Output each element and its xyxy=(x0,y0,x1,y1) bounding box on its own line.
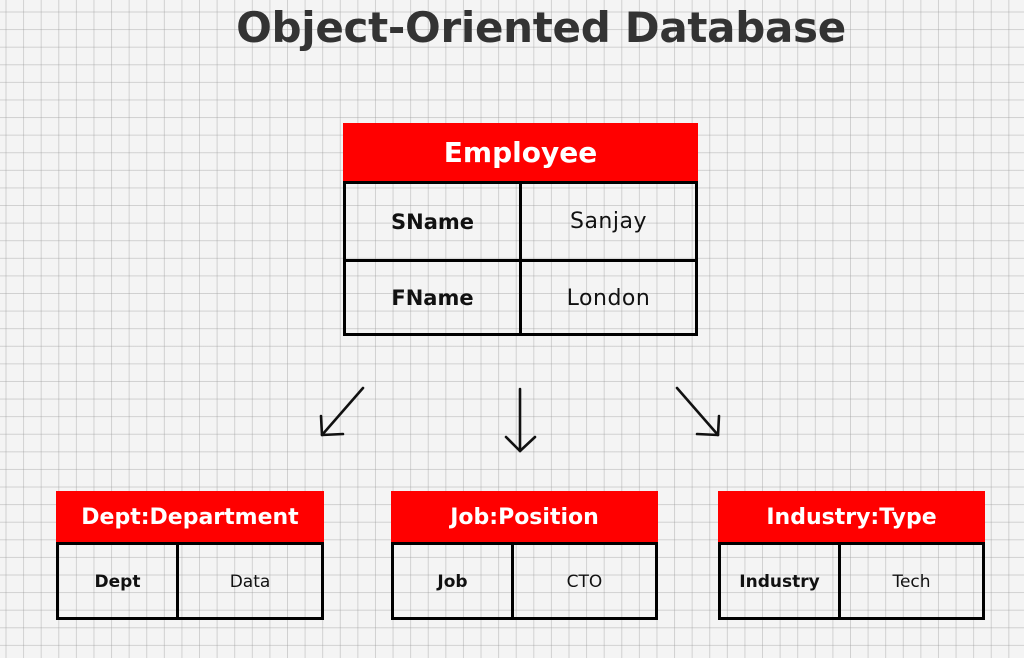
employee-attributes-table: SName Sanjay FName London xyxy=(343,181,698,336)
department-header: Dept:Department xyxy=(56,491,324,543)
arrow-down-left-icon xyxy=(319,386,365,437)
attribute-key: Job xyxy=(394,545,514,619)
attribute-row-job: Job CTO xyxy=(394,545,655,619)
attribute-row-fname: FName London xyxy=(346,259,695,334)
attribute-key: Dept xyxy=(59,545,179,619)
industry-object-box: Industry:Type Industry Tech xyxy=(718,491,985,620)
arrow-down-right-icon xyxy=(675,386,721,437)
department-attributes-table: Dept Data xyxy=(56,542,324,620)
attribute-key: FName xyxy=(346,262,522,334)
industry-attributes-table: Industry Tech xyxy=(718,542,985,620)
diagram-title: Object-Oriented Database xyxy=(236,3,846,52)
industry-header: Industry:Type xyxy=(718,491,985,543)
attribute-value: Data xyxy=(229,572,271,592)
attribute-value: Sanjay xyxy=(569,209,647,234)
department-object-box: Dept:Department Dept Data xyxy=(56,491,324,620)
position-header: Job:Position xyxy=(391,491,658,543)
attribute-row-dept: Dept Data xyxy=(59,545,321,619)
attribute-key: SName xyxy=(346,184,522,259)
attribute-key: Industry xyxy=(721,545,841,619)
attribute-row-sname: SName Sanjay xyxy=(346,184,695,259)
attribute-row-industry: Industry Tech xyxy=(721,545,982,619)
attribute-value: Tech xyxy=(892,572,931,592)
arrow-down-icon xyxy=(504,387,537,453)
position-object-box: Job:Position Job CTO xyxy=(391,491,658,620)
position-attributes-table: Job CTO xyxy=(391,542,658,620)
employee-header: Employee xyxy=(343,123,698,182)
attribute-value: London xyxy=(566,285,651,311)
attribute-value: CTO xyxy=(566,572,603,592)
employee-object-box: Employee SName Sanjay FName London xyxy=(343,123,698,336)
